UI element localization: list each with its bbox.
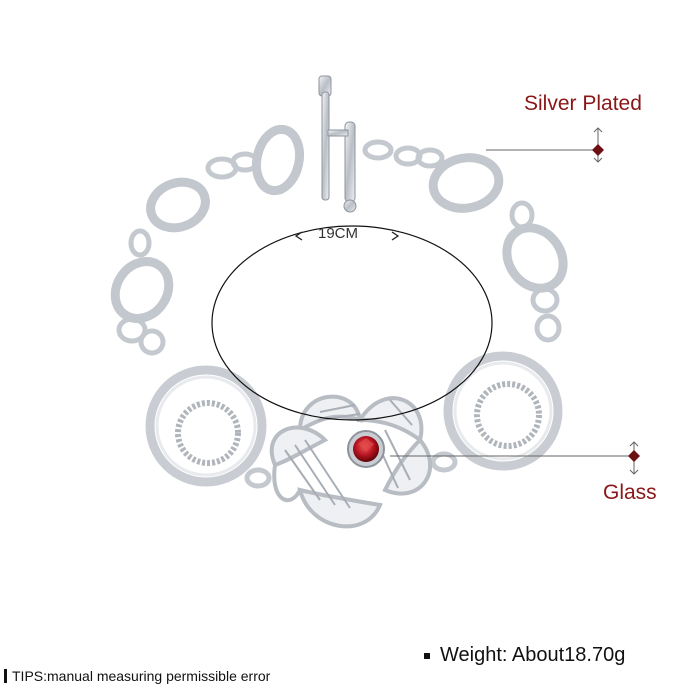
bullet-icon <box>424 652 430 659</box>
silver-plated-label: Silver Plated <box>524 92 642 115</box>
round-frame-left <box>145 365 267 487</box>
tips-text: TIPS:manual measuring permissible error <box>12 668 271 684</box>
oval-links <box>110 124 568 323</box>
tips-bar-icon <box>4 669 7 683</box>
size-arrows <box>294 231 400 241</box>
tips-note: TIPS:manual measuring permissible error <box>4 668 270 684</box>
red-gemstone <box>347 430 385 468</box>
silver-plated-callout <box>486 127 603 163</box>
size-label: 19CM <box>318 225 359 242</box>
glass-label: Glass <box>603 481 657 504</box>
silver-plated-marker <box>592 144 604 156</box>
flower-centerpiece <box>269 394 433 529</box>
size-ellipse <box>211 225 493 421</box>
glass-marker <box>628 450 640 462</box>
weight-text: Weight: About18.70g <box>440 644 626 666</box>
weight-info: Weight: About18.70g <box>424 644 625 667</box>
toggle-bar <box>318 75 357 213</box>
round-frame-right <box>443 351 563 471</box>
